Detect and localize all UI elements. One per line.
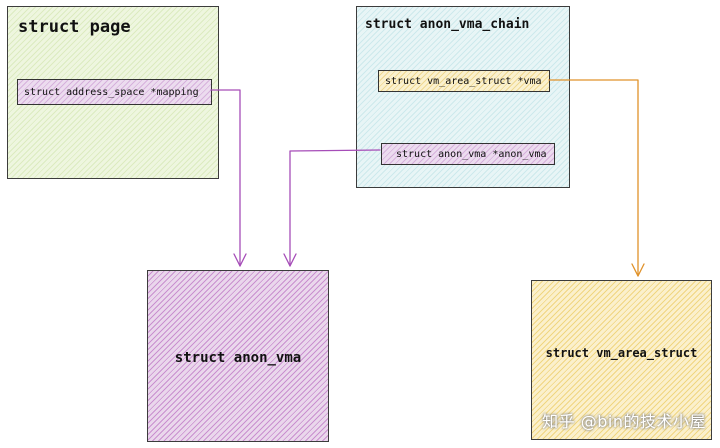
vma-field-to-vm-area-arrow: [548, 79, 639, 277]
anon-vma-field-arrowhead: [283, 253, 297, 267]
vm-area-struct-title: struct vm_area_struct: [545, 346, 698, 360]
vma-field: struct vm_area_struct *vma: [378, 70, 550, 92]
struct-page-box: struct page struct address_space *mappin…: [7, 6, 219, 179]
zhihu-watermark: 知乎 @bin的技术小屋: [542, 412, 706, 431]
vm-area-struct-box: struct vm_area_struct: [531, 280, 712, 440]
anon-vma-title: struct anon_vma: [174, 350, 302, 366]
anon-vma-chain-box: struct anon_vma_chain struct vm_area_str…: [356, 6, 570, 188]
anon-vma-box: struct anon_vma: [147, 270, 329, 442]
anon-vma-field: struct anon_vma *anon_vma: [381, 143, 555, 165]
mapping-field: struct address_space *mapping: [17, 79, 212, 105]
mapping-to-anon-vma-arrow: [210, 89, 241, 267]
anon-vma-chain-title: struct anon_vma_chain: [365, 17, 530, 32]
mapping-arrowhead: [233, 253, 247, 267]
vma-field-arrowhead: [631, 263, 645, 277]
anon-vma-field-to-anon-vma-arrow: [289, 149, 381, 267]
struct-page-title: struct page: [18, 17, 131, 37]
